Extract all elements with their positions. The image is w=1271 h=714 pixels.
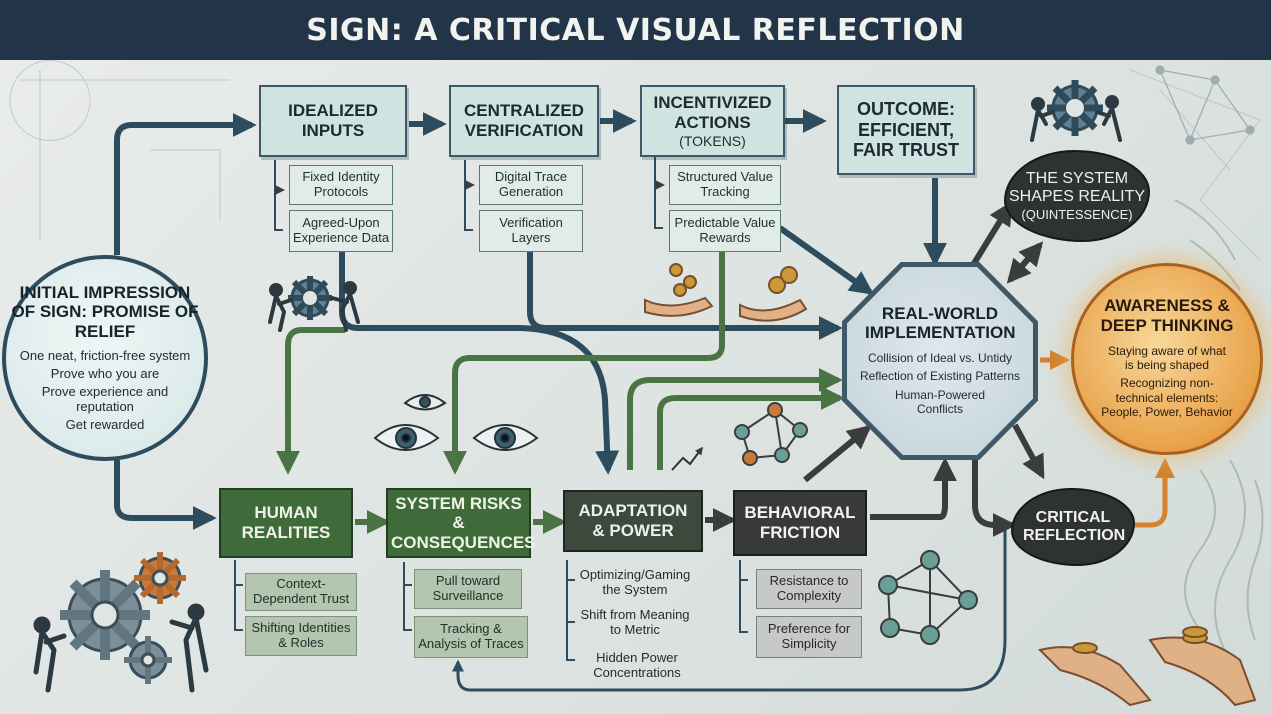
network-lines-bg (1155, 65, 1255, 145)
human-realities-box: HUMAN REALITIES (219, 488, 353, 558)
resistance-complexity-box: Resistance to Complexity (756, 569, 862, 609)
structured-value-tracking-label: Structured Value Tracking (677, 169, 773, 199)
centralized-verification-box: CENTRALIZED VERIFICATION (449, 85, 599, 157)
behavioral-friction-label: BEHAVIORAL FRICTION (744, 503, 856, 542)
initial-line: Prove experience and reputation (41, 383, 169, 415)
idealized-inputs-box: IDEALIZED INPUTS (259, 85, 407, 157)
pull-toward-surveillance-box: Pull toward Surveillance (414, 569, 522, 609)
optimizing-gaming-text: Optimizing/Gaming the System (579, 567, 691, 597)
quintessence-node: THE SYSTEM SHAPES REALITY (QUINTESSENCE) (1004, 150, 1150, 242)
idealized-inputs-label: IDEALIZED INPUTS (288, 101, 378, 140)
incentivized-actions-label: INCENTIVIZED ACTIONS (653, 93, 772, 132)
tracking-analysis-label: Tracking & Analysis of Traces (418, 621, 524, 651)
adaptation-power-label: ADAPTATION & POWER (578, 501, 688, 540)
shift-meaning-metric-text: Shift from Meaning to Metric (580, 607, 690, 637)
implementation-line: Collision of Ideal vs. Untidy (867, 350, 1013, 365)
predictable-value-rewards-box: Predictable Value Rewards (669, 210, 781, 252)
outcome-label: OUTCOME: EFFICIENT, FAIR TRUST (853, 98, 959, 161)
implementation-line: Human-Powered Conflicts (894, 387, 986, 416)
page-title: SIGN: A CRITICAL VISUAL REFLECTION (306, 12, 965, 48)
green-pattern-bg (1174, 199, 1264, 661)
fixed-identity-protocols-label: Fixed Identity Protocols (302, 169, 380, 199)
pull-toward-surveillance-label: Pull toward Surveillance (432, 573, 504, 603)
preference-simplicity-box: Preference for Simplicity (756, 616, 862, 658)
shifting-identities-label: Shifting Identities & Roles (251, 620, 351, 650)
initial-line: Prove who you are (50, 365, 160, 381)
people-pushing-gear-icon (33, 603, 209, 693)
people-pushing-gear-icon (1030, 95, 1122, 142)
initial-line: One neat, friction-free system (19, 348, 191, 364)
implementation-line: Reflection of Existing Patterns (859, 369, 1021, 384)
system-risks-label: SYSTEM RISKS & CONSEQUENCES (391, 493, 536, 552)
initial-impression-circle: INITIAL IMPRESSION OF SIGN: PROMISE OF R… (2, 255, 208, 461)
agreed-upon-experience-data-box: Agreed-Upon Experience Data (289, 210, 393, 252)
awareness-circle: AWARENESS & DEEP THINKING Staying aware … (1071, 263, 1263, 455)
adaptation-power-box: ADAPTATION & POWER (563, 490, 703, 552)
network-icon (878, 550, 978, 645)
behavioral-friction-box: BEHAVIORAL FRICTION (733, 490, 867, 556)
tracking-analysis-box: Tracking & Analysis of Traces (414, 616, 528, 658)
initial-impression-title: INITIAL IMPRESSION OF SIGN: PROMISE OF R… (11, 282, 199, 341)
gear-icon (60, 552, 186, 684)
resistance-complexity-label: Resistance to Complexity (769, 573, 849, 603)
preference-simplicity-label: Preference for Simplicity (767, 621, 851, 651)
awareness-line: Recognizing non-technical elements: Peop… (1101, 376, 1233, 420)
awareness-title: AWARENESS & DEEP THINKING (1100, 296, 1234, 336)
gear-icon (1047, 80, 1103, 136)
quintessence-subtitle: (QUINTESSENCE) (1021, 206, 1133, 222)
quintessence-title: THE SYSTEM SHAPES REALITY (1008, 169, 1146, 206)
incentivized-actions-sublabel: (TOKENS) (679, 132, 746, 149)
digital-trace-generation-box: Digital Trace Generation (479, 165, 583, 205)
verification-layers-label: Verification Layers (499, 215, 563, 245)
hand-with-coins-icon (644, 263, 808, 322)
digital-trace-generation-label: Digital Trace Generation (494, 169, 568, 199)
gear-icon (288, 276, 332, 320)
critical-reflection-node: CRITICAL REFLECTION (1011, 488, 1135, 566)
outcome-box: OUTCOME: EFFICIENT, FAIR TRUST (837, 85, 975, 175)
structured-value-tracking-box: Structured Value Tracking (669, 165, 781, 205)
verification-layers-box: Verification Layers (479, 210, 583, 252)
implementation-title: REAL-WORLD IMPLEMENTATION (865, 303, 1016, 343)
system-risks-box: SYSTEM RISKS & CONSEQUENCES (386, 488, 536, 558)
context-dependent-trust-box: Context-Dependent Trust (245, 573, 357, 611)
incentivized-actions-box: INCENTIVIZED ACTIONS (TOKENS) (640, 85, 785, 157)
people-pushing-gear-icon (268, 281, 360, 332)
centralized-verification-label: CENTRALIZED VERIFICATION (464, 101, 584, 140)
background-sketch (9, 60, 1261, 261)
human-realities-label: HUMAN REALITIES (241, 503, 331, 542)
agreed-upon-experience-data-label: Agreed-Upon Experience Data (292, 215, 390, 245)
fixed-identity-protocols-box: Fixed Identity Protocols (289, 165, 393, 205)
awareness-line: Staying aware of what is being shaped (1107, 343, 1227, 372)
hidden-power-text: Hidden Power Concentrations (593, 650, 681, 680)
initial-line: Get rewarded (65, 416, 145, 432)
critical-reflection-title: CRITICAL REFLECTION (1023, 508, 1126, 544)
context-dependent-trust-label: Context-Dependent Trust (252, 576, 350, 606)
shifting-identities-box: Shifting Identities & Roles (245, 616, 357, 656)
predictable-value-rewards-label: Predictable Value Rewards (674, 215, 776, 245)
title-bar: SIGN: A CRITICAL VISUAL REFLECTION (0, 0, 1271, 60)
network-icon (734, 402, 808, 466)
eye-icon (373, 394, 539, 451)
implementation-node: REAL-WORLD IMPLEMENTATION Collision of I… (847, 267, 1033, 455)
trend-arrow-icon (671, 446, 703, 471)
hand-with-coins-icon (1038, 626, 1257, 707)
